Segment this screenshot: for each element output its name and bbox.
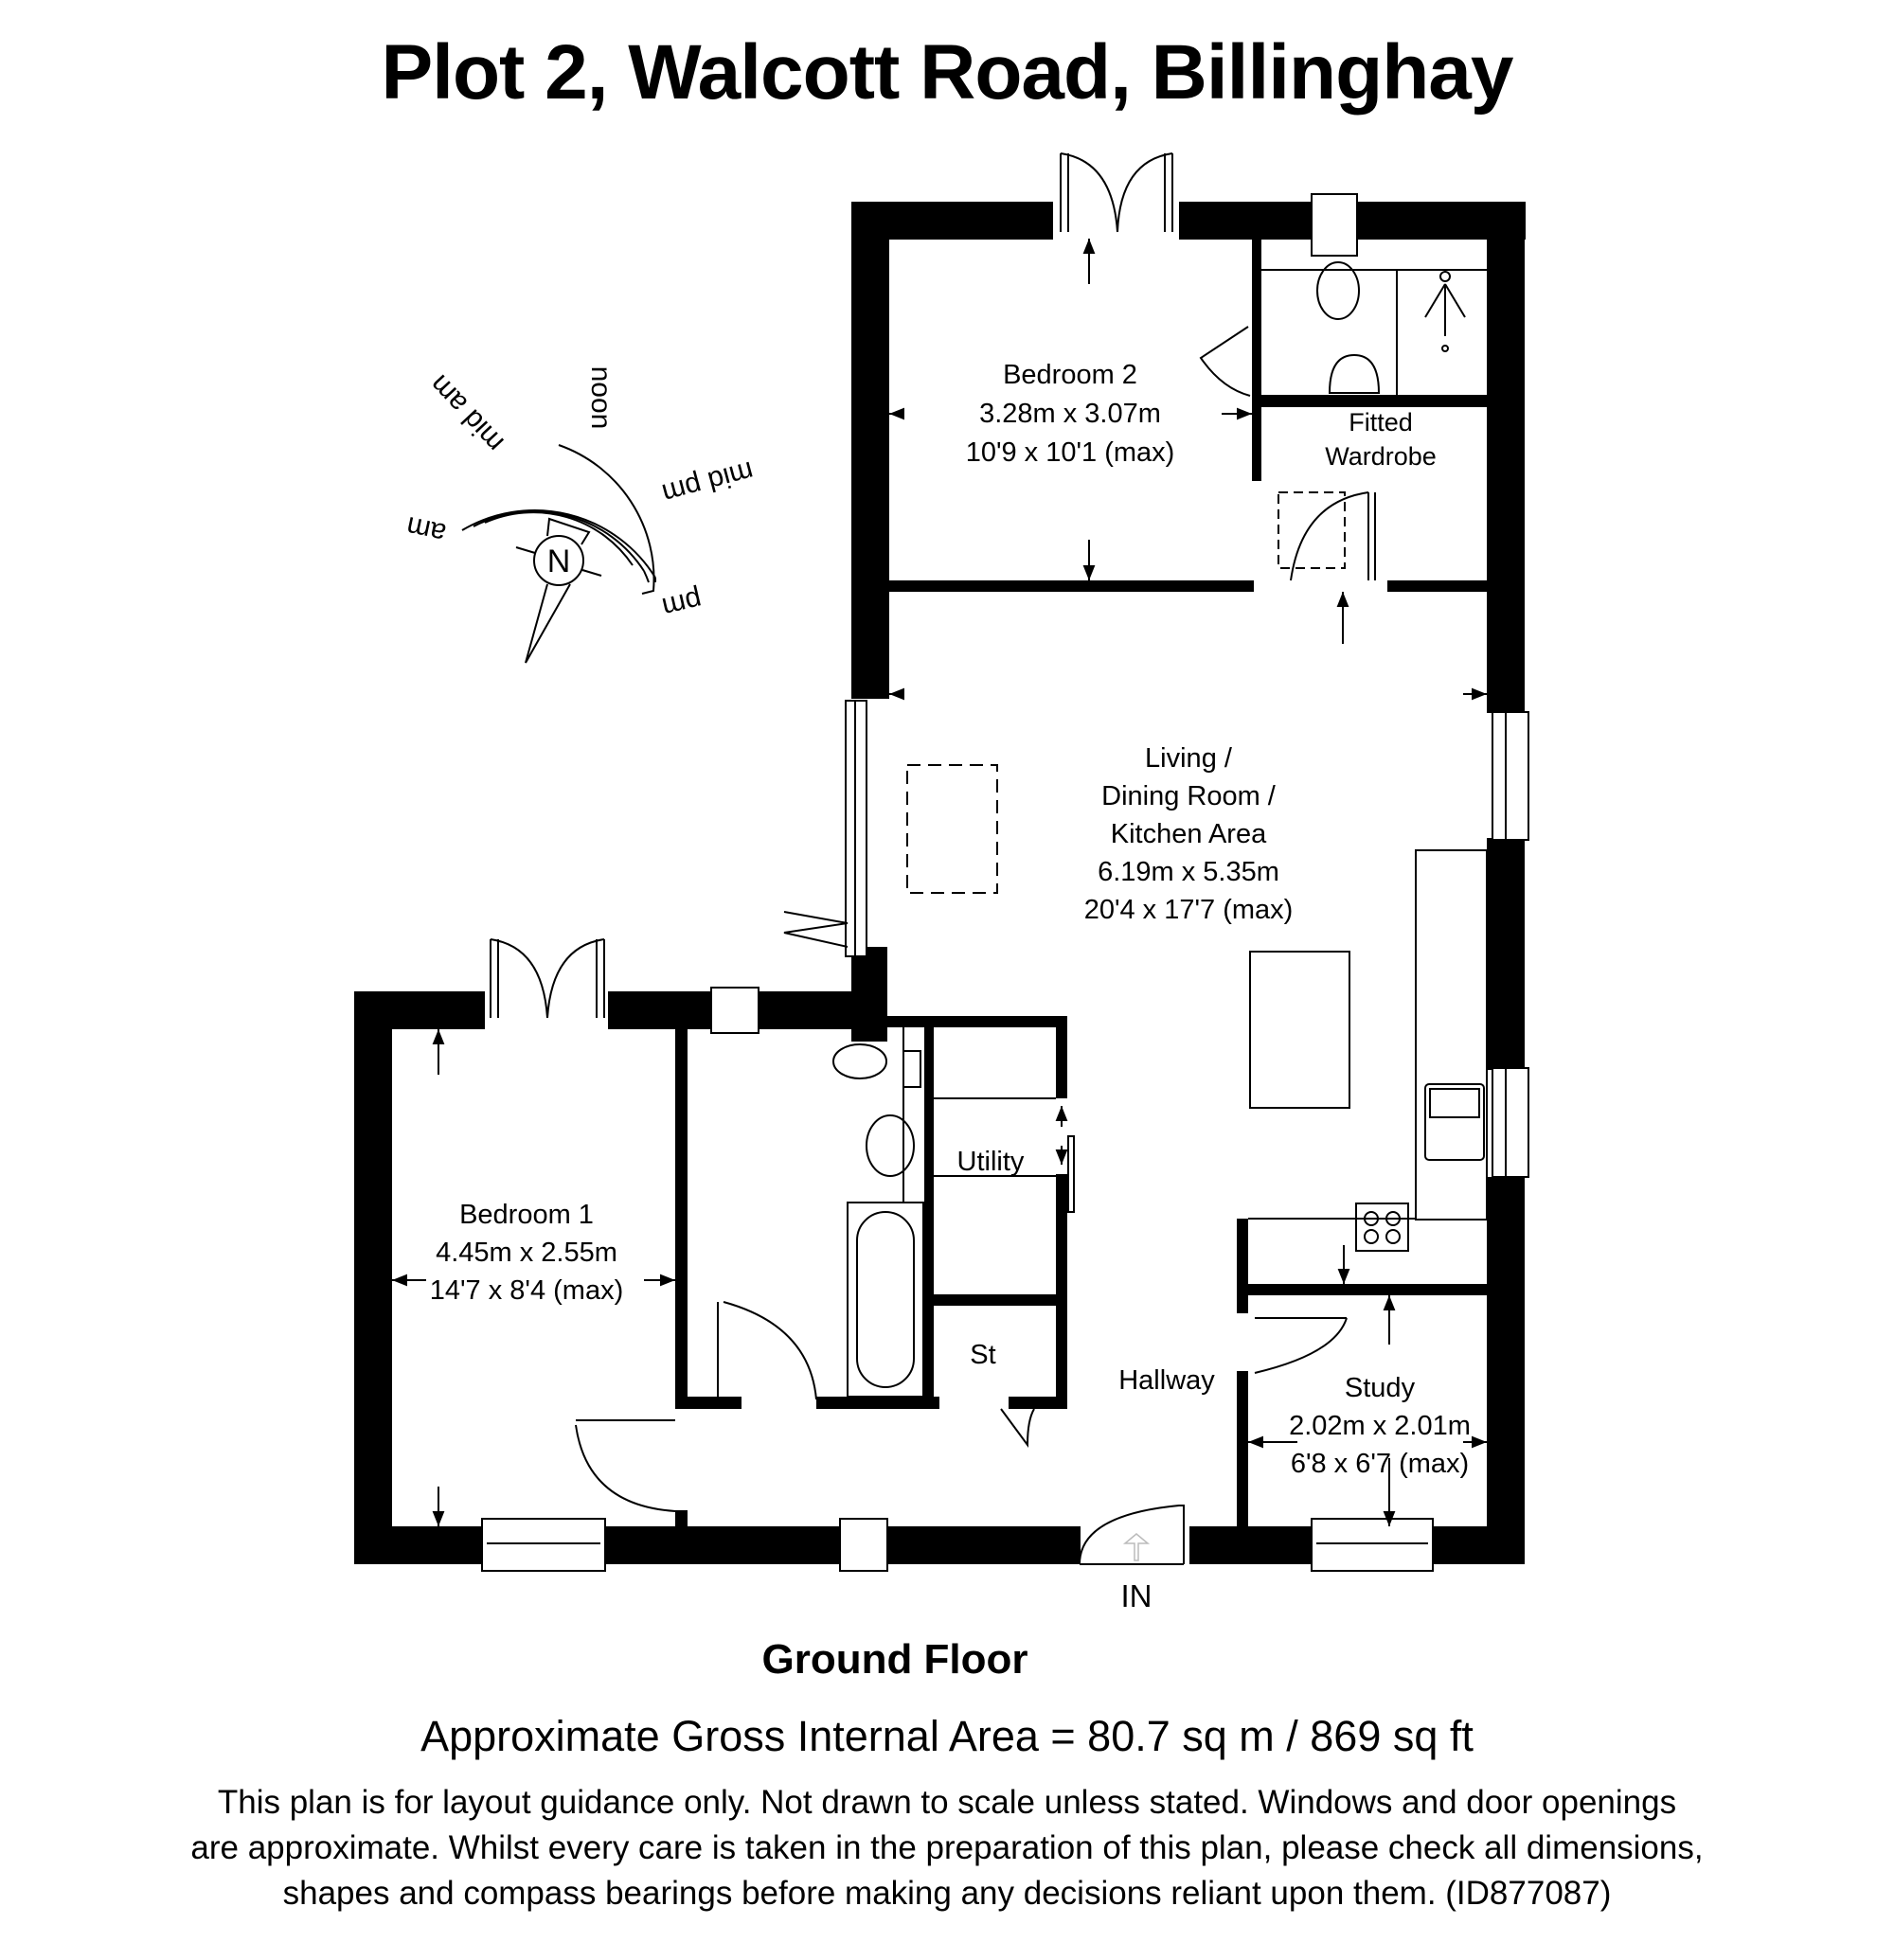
sun-label-noon: noon bbox=[585, 366, 616, 430]
door-icon bbox=[490, 152, 1376, 1565]
compass-north-icon bbox=[515, 517, 602, 664]
sun-label-am: am bbox=[403, 510, 449, 549]
disclaimer-line: This plan is for layout guidance only. N… bbox=[217, 1784, 1677, 1821]
gross-internal-area: Approximate Gross Internal Area = 80.7 s… bbox=[420, 1712, 1474, 1760]
sun-label-pm: pm bbox=[659, 583, 705, 623]
svg-text:2.02m x 2.01m: 2.02m x 2.01m bbox=[1289, 1411, 1471, 1441]
svg-text:3.28m x 3.07m: 3.28m x 3.07m bbox=[979, 399, 1161, 429]
disclaimer: This plan is for layout guidance only. N… bbox=[0, 1780, 1894, 1916]
room-living-dining-kitchen: Living / Dining Room / Kitchen Area 6.19… bbox=[1084, 743, 1294, 925]
sun-label-mid-pm: mid pm bbox=[659, 455, 758, 509]
room-bedroom-1: Bedroom 1 4.45m x 2.55m 14'7 x 8'4 (max) bbox=[430, 1200, 624, 1306]
svg-text:6.19m x 5.35m: 6.19m x 5.35m bbox=[1098, 857, 1279, 887]
floor-name: Ground Floor bbox=[761, 1636, 1028, 1683]
shower-icon bbox=[1424, 271, 1466, 352]
bath-icon bbox=[847, 1202, 924, 1398]
page-title: Plot 2, Walcott Road, Billinghay bbox=[381, 29, 1513, 116]
hob-icon bbox=[1355, 1203, 1409, 1252]
dimension-arrows bbox=[392, 239, 1487, 1526]
sink-icon bbox=[1424, 1083, 1485, 1161]
room-study: Study 2.02m x 2.01m 6'8 x 6'7 (max) bbox=[1289, 1373, 1471, 1479]
disclaimer-line: are approximate. Whilst every care is ta… bbox=[190, 1829, 1704, 1866]
svg-text:Kitchen Area: Kitchen Area bbox=[1111, 819, 1267, 849]
svg-text:Bedroom 1: Bedroom 1 bbox=[459, 1200, 594, 1230]
basin-icon bbox=[866, 1114, 915, 1177]
compass bbox=[461, 444, 657, 664]
svg-text:Living /: Living / bbox=[1145, 743, 1233, 774]
disclaimer-line: shapes and compass bearings before makin… bbox=[282, 1875, 1612, 1912]
entrance-label: IN bbox=[1121, 1578, 1152, 1613]
entrance-arrow-icon bbox=[1122, 1533, 1151, 1561]
svg-text:Fitted: Fitted bbox=[1349, 408, 1413, 437]
svg-text:Dining Room /: Dining Room / bbox=[1101, 781, 1277, 811]
sun-label-mid-am: mid am bbox=[423, 368, 509, 457]
svg-text:Study: Study bbox=[1345, 1373, 1416, 1403]
room-store: St bbox=[970, 1340, 995, 1370]
svg-text:Bedroom 2: Bedroom 2 bbox=[1003, 360, 1137, 390]
basin-icon bbox=[1328, 353, 1381, 394]
svg-text:Wardrobe: Wardrobe bbox=[1325, 442, 1437, 471]
toilet-icon bbox=[1316, 261, 1360, 320]
svg-text:4.45m x 2.55m: 4.45m x 2.55m bbox=[436, 1238, 617, 1268]
sun-path-arc-icon bbox=[461, 509, 657, 583]
room-fitted-wardrobe: Fitted Wardrobe bbox=[1325, 408, 1437, 471]
room-utility: Utility bbox=[957, 1147, 1025, 1177]
window-icon bbox=[481, 193, 1529, 1572]
svg-text:10'9 x 10'1 (max): 10'9 x 10'1 (max) bbox=[966, 437, 1175, 468]
svg-text:6'8 x 6'7 (max): 6'8 x 6'7 (max) bbox=[1291, 1449, 1469, 1479]
room-bedroom-2: Bedroom 2 3.28m x 3.07m 10'9 x 10'1 (max… bbox=[966, 360, 1175, 468]
svg-text:14'7 x 8'4 (max): 14'7 x 8'4 (max) bbox=[430, 1275, 624, 1306]
fixtures bbox=[832, 261, 1488, 1398]
svg-text:20'4 x 17'7 (max): 20'4 x 17'7 (max) bbox=[1084, 895, 1294, 925]
walls bbox=[354, 202, 1526, 1564]
room-hallway: Hallway bbox=[1118, 1365, 1215, 1396]
compass-north-label: N bbox=[547, 543, 571, 579]
toilet-icon bbox=[832, 1043, 887, 1079]
